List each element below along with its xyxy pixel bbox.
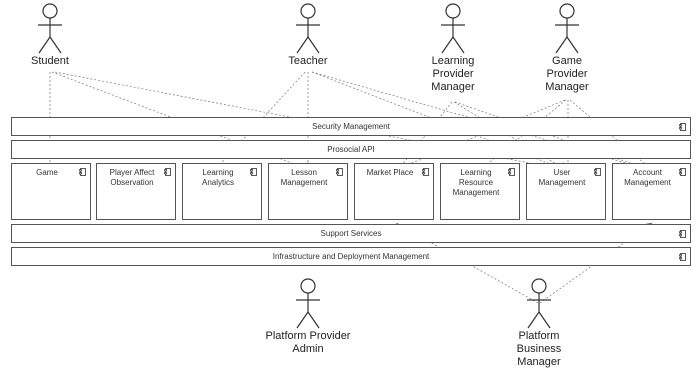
actor-label-line: Admin	[292, 343, 324, 355]
component-label-line: Resource	[458, 178, 494, 187]
stick-figure-icon	[38, 3, 62, 54]
component-icon	[594, 168, 601, 176]
actor-label-line: Platform Provider	[265, 330, 351, 342]
stick-figure-icon	[527, 278, 551, 329]
layer-infrastructure-deployment-management: Infrastructure and Deployment Management	[11, 247, 691, 266]
actor-label-line: Provider	[546, 68, 588, 80]
component-label-line: Market Place	[366, 168, 414, 177]
stick-figure-icon	[296, 278, 320, 329]
layer-security-management: Security Management	[11, 117, 691, 136]
component-icon	[679, 168, 686, 176]
actor-platform-provider-admin: Platform Provider Admin	[253, 278, 363, 356]
layer-label: Infrastructure and Deployment Management	[272, 252, 430, 261]
actor-label-line: Manager	[431, 81, 475, 93]
component-label-line: Game	[36, 168, 58, 177]
component-label-line: Analytics	[201, 178, 234, 187]
component-label-line: Management	[452, 188, 500, 197]
component-player-affect-observation: Player Affect Observation	[96, 163, 176, 220]
component-icon	[508, 168, 515, 176]
component-icon	[679, 229, 686, 238]
actor-label: Student	[31, 55, 69, 67]
component-icon	[79, 168, 86, 176]
component-icon	[164, 168, 171, 176]
component-icon	[250, 168, 257, 176]
actor-platform-business-manager: Platform Business Manager	[484, 278, 594, 369]
actor-label-line: Platform	[518, 330, 560, 342]
component-label-line: Account	[633, 168, 662, 177]
layer-label: Security Management	[312, 122, 390, 131]
actor-label-line: Learning	[431, 55, 475, 67]
actor-teacher: Teacher	[253, 3, 363, 68]
actor-label-line: Provider	[432, 68, 474, 80]
component-lesson-management: Lesson Management	[268, 163, 348, 220]
component-label-line: Learning	[202, 168, 234, 177]
component-label-line: Lesson	[291, 168, 317, 177]
component-label-line: Management	[538, 178, 586, 187]
actor-learning-provider-manager: Learning Provider Manager	[398, 3, 508, 94]
component-game: Game	[11, 163, 91, 220]
layer-support-services: Support Services	[11, 224, 691, 243]
component-label-line: User	[553, 168, 571, 177]
component-learning-resource-management: Learning Resource Management	[440, 163, 520, 220]
actor-label-line: Manager	[545, 81, 589, 93]
component-icon	[422, 168, 429, 176]
stick-figure-icon	[296, 3, 320, 54]
component-label-line: Observation	[110, 178, 154, 187]
component-learning-analytics: Learning Analytics	[182, 163, 262, 220]
component-account-management: Account Management	[612, 163, 691, 220]
component-label-line: Player Affect	[109, 168, 155, 177]
component-icon	[679, 252, 686, 261]
layer-label: Prosocial API	[327, 145, 375, 154]
component-label-line: Management	[624, 178, 671, 187]
component-icon	[336, 168, 343, 176]
actor-label-line: Game	[552, 55, 582, 67]
actor-label-line: Manager	[517, 356, 561, 368]
stick-figure-icon	[555, 3, 579, 54]
component-icon	[679, 122, 686, 131]
actor-student: Student	[0, 3, 105, 68]
layer-label: Support Services	[320, 229, 382, 238]
component-market-place: Market Place	[354, 163, 434, 220]
actor-label-line: Business	[516, 343, 562, 355]
actor-game-provider-manager: Game Provider Manager	[512, 3, 622, 94]
actor-label: Teacher	[288, 55, 328, 67]
stick-figure-icon	[441, 3, 465, 54]
component-label-line: Management	[280, 178, 328, 187]
component-user-management: User Management	[526, 163, 606, 220]
component-label-line: Learning	[460, 168, 492, 177]
layer-prosocial-api: Prosocial API	[11, 140, 691, 159]
